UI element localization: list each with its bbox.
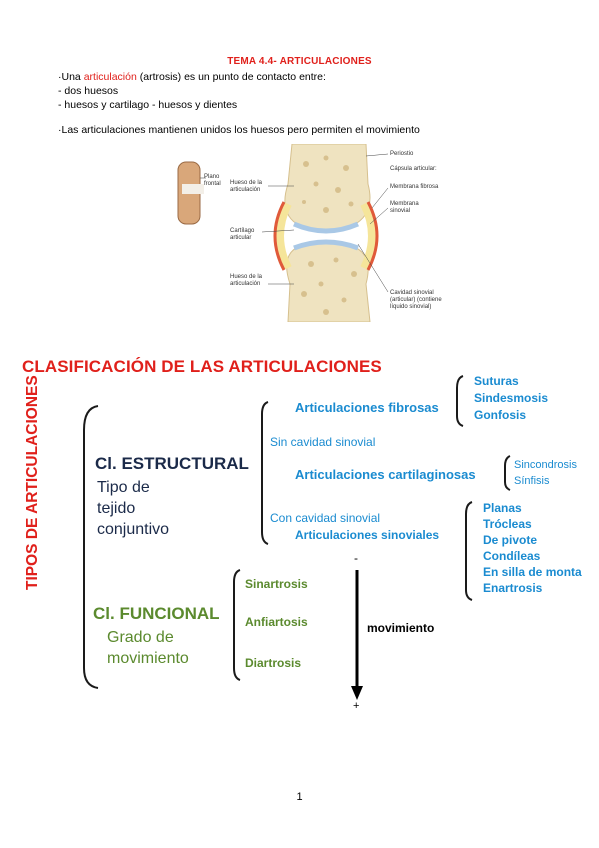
item-diartrosis: Diartrosis: [245, 656, 302, 670]
arrow-plus: +: [353, 700, 360, 712]
sinoviales-label: Articulaciones sinoviales: [295, 528, 440, 542]
joint-illustration: [177, 143, 389, 323]
movimiento-label: movimiento: [367, 621, 435, 635]
bullet-huesos-cartilago: - huesos y cartilago - huesos y dientes: [58, 99, 238, 111]
label-membrana-fibrosa: Membrana fibrosa: [390, 184, 439, 190]
list-item: Gonfosis: [474, 408, 527, 422]
label-periostio: Periostio: [390, 151, 414, 157]
list-item: Sínfisis: [514, 475, 550, 487]
label-hueso-arriba: Hueso de la articulación: [230, 180, 263, 193]
label-cavidad-sinovial: Cavidad sinovial (articular) (contiene l…: [390, 290, 442, 310]
label-plano-frontal: Plano frontal: [204, 174, 221, 187]
sinoviales-list: Planas Trócleas De pivote Condíleas En s…: [483, 500, 582, 596]
list-item: Condíleas: [483, 549, 541, 563]
con-cavidad-label: Con cavidad sinovial: [270, 511, 381, 525]
classification-heading: CLASIFICACIÓN DE LAS ARTICULACIONES: [22, 357, 382, 376]
cartilaginosas-list: Sincondrosis Sínfisis: [514, 457, 577, 489]
label-capsula: Cápsula articular:: [390, 166, 437, 172]
cartilaginosas-label: Articulaciones cartilaginosas: [295, 467, 476, 482]
paragraph-movimiento: ·Las articulaciones mantienen unidos los…: [58, 124, 420, 136]
list-item: Sincondrosis: [514, 459, 577, 471]
list-item: Suturas: [474, 374, 519, 388]
main-brace: [83, 405, 99, 689]
term-articulacion: articulación: [83, 71, 137, 83]
funcional-label: Cl. FUNCIONAL: [93, 604, 220, 623]
label-hueso-abajo: Hueso de la articulación: [230, 274, 263, 287]
list-item: En silla de monta: [483, 565, 582, 579]
list-item: Planas: [483, 501, 522, 515]
page-number: 1: [296, 791, 303, 803]
list-item: Enartrosis: [483, 581, 543, 595]
item-anfiartosis: Anfiartosis: [245, 615, 308, 629]
cartilaginosas-brace: [504, 455, 511, 491]
label-membrana-sinovial: Membrana sinovial: [390, 201, 419, 214]
joint-figure: Plano frontal Hueso de la articulación C…: [176, 143, 446, 323]
list-item: Sindesmosis: [474, 391, 549, 405]
sinoviales-brace: [465, 501, 473, 601]
sin-cavidad-label: Sin cavidad sinovial: [270, 435, 376, 449]
estructural-label: Cl. ESTRUCTURAL: [95, 454, 249, 473]
fibrosas-label: Articulaciones fibrosas: [295, 400, 439, 415]
funcional-desc: Grado de movimiento: [107, 629, 189, 667]
intro-line: ·Una articulación (artrosis) es un punto…: [58, 71, 326, 83]
funcional-brace: [233, 569, 241, 681]
item-sinartrosis: Sinartrosis: [245, 577, 308, 591]
movement-arrow-head: [351, 686, 363, 700]
fibrosas-brace: [456, 375, 464, 427]
list-item: Trócleas: [483, 517, 532, 531]
page-title: TEMA 4.4- ARTICULACIONES: [227, 56, 372, 67]
bullet-dos-huesos: - dos huesos: [58, 85, 119, 97]
fibrosas-list: Suturas Sindesmosis Gonfosis: [474, 373, 548, 424]
label-cartilago: Cartílago articular: [230, 228, 255, 241]
arrow-minus: -: [354, 551, 358, 565]
list-item: De pivote: [483, 533, 538, 547]
estructural-brace: [261, 401, 269, 545]
estructural-desc: Tipo de tejido conjuntivo: [97, 479, 170, 538]
